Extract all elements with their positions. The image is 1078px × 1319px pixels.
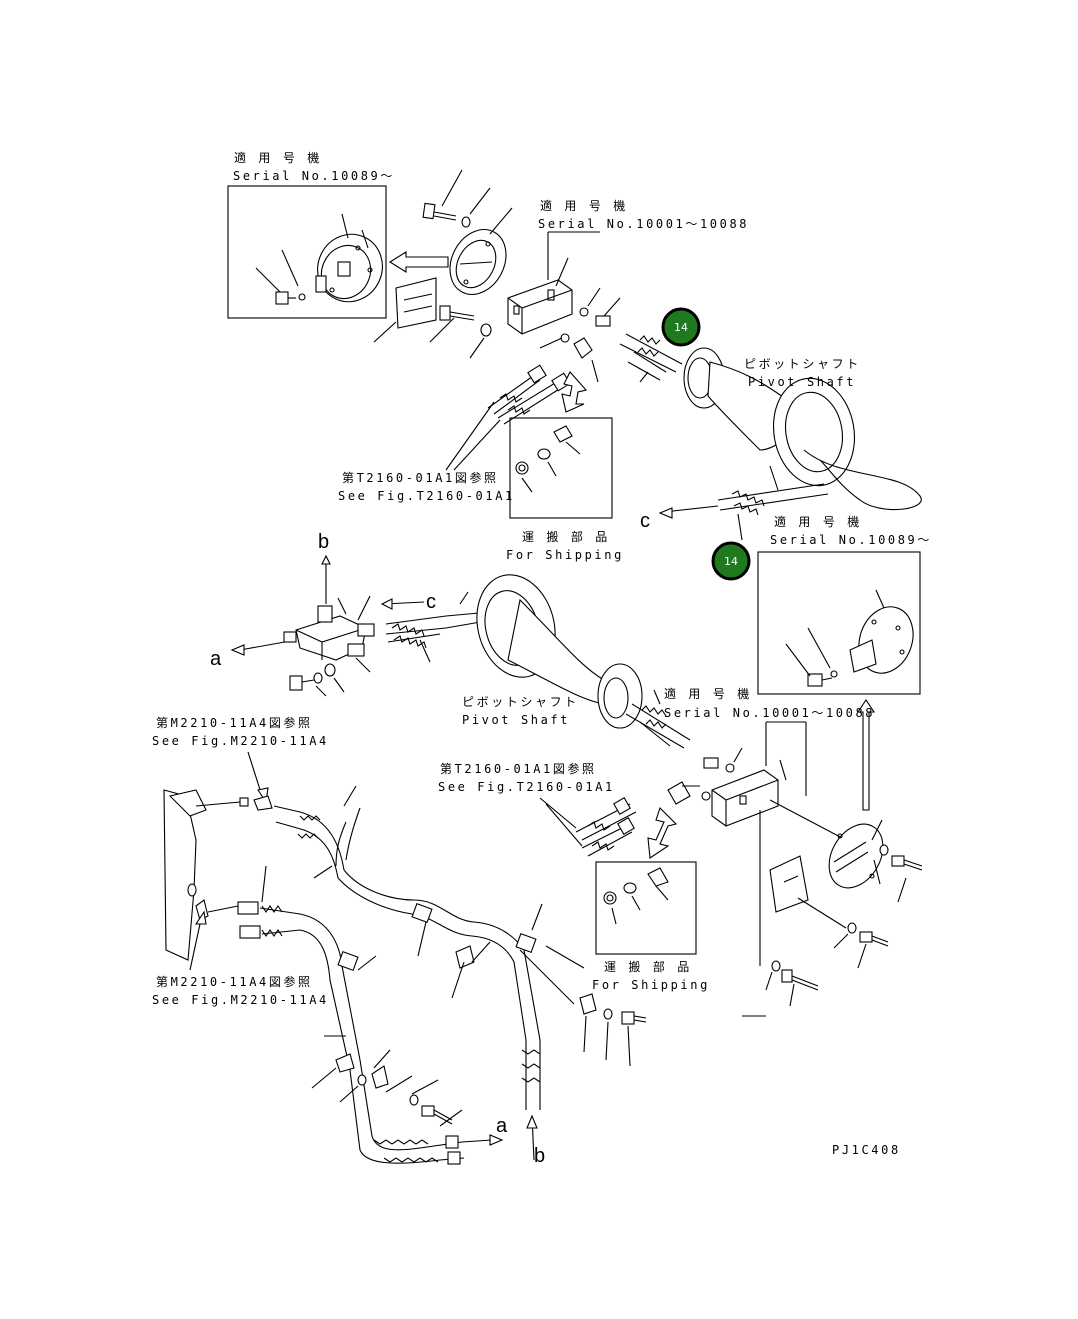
pivot-shaft-middle: ピボットシャフト Pivot Shaft — [462, 574, 719, 769]
inset-frame — [227, 185, 387, 319]
serial-label-jp: 適 用 号 機 — [540, 198, 628, 213]
callout-label: 14 — [724, 555, 738, 568]
bracket-plate-part — [315, 233, 383, 303]
double-arrow-icon — [561, 371, 588, 413]
replace-arrow-icon — [388, 251, 449, 273]
serial-label-jp: 適 用 号 機 — [664, 686, 752, 701]
serial-label-en: Serial No.10001～10088 — [664, 706, 875, 720]
top-bolts-group — [373, 169, 513, 359]
inset-serial-10089-top: 適 用 号 機 Serial No.10089～ — [227, 150, 395, 319]
see-fig-m2210-jp: 第M2210-11A4図参照 — [156, 715, 313, 730]
serial-10001-top: 適 用 号 機 Serial No.10001～10088 — [507, 198, 749, 383]
serial-label-en: Serial No.10001～10088 — [538, 217, 749, 231]
for-shipping-en: For Shipping — [592, 978, 710, 992]
double-arrow-icon — [647, 806, 678, 859]
see-fig-m2210-lower: 第M2210-11A4図参照 See Fig.M2210-11A4 — [152, 910, 329, 1007]
hose-pair-middle: 第T2160-01A1図参照 See Fig.T2160-01A1 — [438, 761, 700, 857]
arrow-a-label: a — [210, 648, 222, 670]
valve-bracket-left — [163, 789, 273, 961]
see-fig-m2210-en: See Fig.M2210-11A4 — [152, 993, 329, 1007]
serial-10001-middle: 適 用 号 機 Serial No.10001～10088 — [664, 686, 875, 966]
up-arrow-icon — [856, 699, 876, 811]
pivot-shaft-label-jp: ピボットシャフト — [744, 357, 861, 371]
bolt-part — [275, 291, 306, 305]
callout-label: 14 — [674, 321, 688, 334]
shipping-box-middle: 運 搬 部 品 For Shipping — [592, 861, 710, 992]
callout-14-top[interactable]: 14 — [661, 307, 701, 347]
callout-14-mid[interactable]: 14 — [711, 541, 751, 581]
for-shipping-jp: 運 搬 部 品 — [522, 529, 610, 544]
for-shipping-jp: 運 搬 部 品 — [604, 959, 692, 974]
arrow-b-label: b — [534, 1145, 545, 1167]
hose-to-c-top: c — [640, 465, 829, 541]
hose-bundle-middle — [385, 591, 493, 663]
serial-label-jp: 適 用 号 機 — [774, 514, 862, 529]
see-fig-m2210-jp: 第M2210-11A4図参照 — [156, 974, 313, 989]
pivot-shaft-label-en: Pivot Shaft — [462, 713, 570, 727]
pivot-shaft-label-en: Pivot Shaft — [748, 375, 856, 389]
arrow-c-label: c — [640, 510, 650, 532]
pivot-shaft-label-jp: ピボットシャフト — [462, 695, 579, 709]
serial-label-jp: 適 用 号 機 — [234, 150, 322, 165]
see-fig-t2160-jp: 第T2160-01A1図参照 — [342, 470, 499, 485]
serial-label-en: Serial No.10089～ — [770, 533, 932, 547]
drawing-code: PJ1C408 — [832, 1143, 901, 1157]
plate-bolts-right — [742, 819, 923, 1017]
hoses-bottom-left: a b — [237, 785, 647, 1167]
junction-block: b a c — [210, 531, 436, 697]
hose-pair-top — [445, 364, 571, 471]
see-fig-m2210-upper: 第M2210-11A4図参照 See Fig.M2210-11A4 — [152, 715, 329, 804]
see-fig-t2160-en: See Fig.T2160-01A1 — [438, 780, 615, 794]
arrow-b-label: b — [318, 531, 329, 553]
pivot-shaft-top: ピボットシャフト Pivot Shaft — [619, 333, 922, 511]
arrow-c-label: c — [426, 591, 436, 613]
see-fig-t2160-en: See Fig.T2160-01A1 — [338, 489, 515, 503]
see-fig-t2160-jp: 第T2160-01A1図参照 — [440, 761, 597, 776]
serial-label-en: Serial No.10089～ — [233, 169, 395, 183]
see-fig-m2210-en: See Fig.M2210-11A4 — [152, 734, 329, 748]
for-shipping-en: For Shipping — [506, 548, 624, 562]
shipping-box-top: 運 搬 部 品 For Shipping — [506, 417, 624, 562]
arrow-a-label: a — [496, 1115, 508, 1137]
inset-serial-10089-right: 適 用 号 機 Serial No.10089～ — [757, 514, 932, 695]
